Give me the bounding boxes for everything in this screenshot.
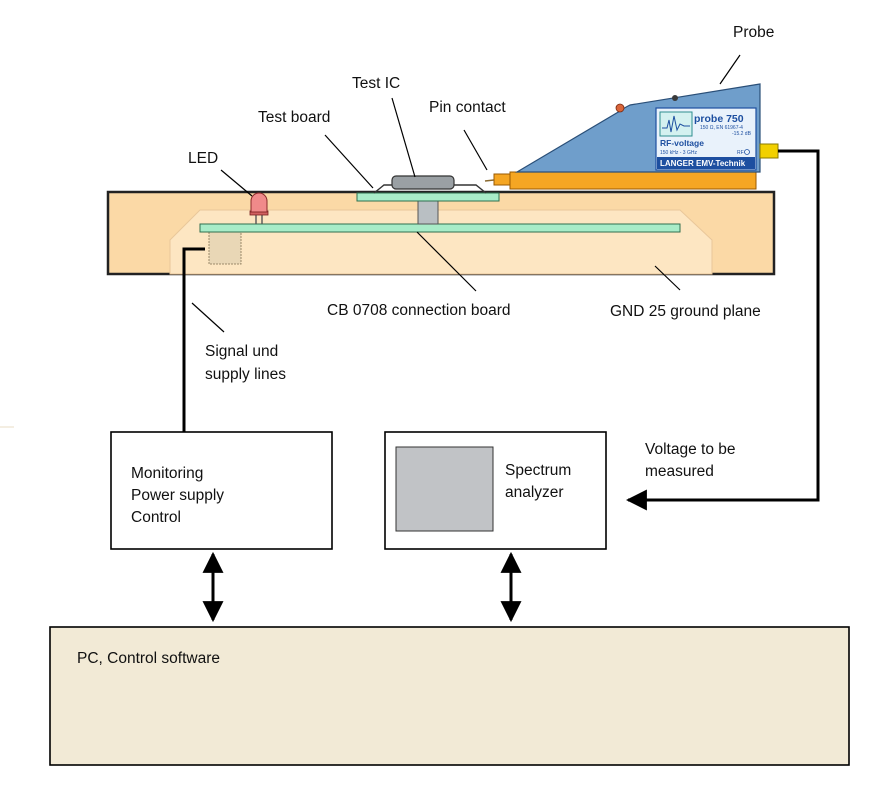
monitoring-line-2: Power supply — [131, 487, 224, 504]
probe-rf-icon — [744, 149, 750, 155]
monitoring-box — [110, 431, 333, 550]
leader-lines — [191, 54, 741, 333]
ground-plane — [106, 190, 776, 276]
signal-supply-cable — [182, 247, 205, 432]
led — [249, 192, 269, 224]
probe-cable — [625, 149, 820, 511]
connection-block — [208, 231, 242, 265]
analyzer-screen — [395, 446, 494, 532]
label-voltage-2: measured — [645, 463, 714, 480]
probe-brand: LANGER EMV-Technik — [660, 159, 746, 168]
pc-box — [49, 626, 850, 766]
board-spacer — [417, 200, 439, 225]
probe-knob-left — [615, 103, 625, 113]
probe-model: probe 750 — [694, 113, 744, 125]
label-probe: Probe — [733, 24, 774, 41]
label-led: LED — [188, 150, 218, 167]
pc-label: PC, Control software — [77, 650, 220, 667]
probe-rf-mark: RF — [737, 150, 744, 156]
monitoring-line-1: Monitoring — [131, 465, 203, 482]
probe-base — [509, 171, 757, 190]
monitoring-line-3: Control — [131, 509, 181, 526]
probe-connector — [759, 143, 779, 159]
connection-board — [199, 223, 681, 233]
test-board — [356, 192, 500, 202]
test-ic — [373, 175, 487, 194]
label-voltage-1: Voltage to be — [645, 441, 736, 458]
label-connection-board: CB 0708 connection board — [327, 302, 511, 319]
waveform-trace — [662, 115, 690, 133]
label-ground-plane: GND 25 ground plane — [610, 303, 761, 320]
probe-knob-right — [672, 95, 678, 101]
probe-type: RF-voltage — [660, 138, 704, 148]
probe-tip — [493, 173, 511, 186]
label-test-board: Test board — [258, 109, 330, 126]
spectrum-line-2: analyzer — [505, 484, 564, 501]
probe-spec-line: 150 Ω, EN 61967-4 — [700, 125, 743, 131]
ground-plane-inner — [169, 209, 713, 275]
label-test-ic: Test IC — [352, 75, 400, 92]
probe-range: 150 kHz - 3 GHz — [660, 150, 697, 156]
spectrum-line-1: Spectrum — [505, 462, 571, 479]
label-signal-lines-1: Signal und — [205, 343, 278, 360]
probe-label-plate: probe 750 150 Ω, EN 61967-4 -15.2 dB RF-… — [655, 107, 757, 171]
label-signal-lines-2: supply lines — [205, 366, 286, 383]
label-pin-contact: Pin contact — [429, 99, 506, 116]
probe-attenuation: -15.2 dB — [732, 131, 752, 137]
